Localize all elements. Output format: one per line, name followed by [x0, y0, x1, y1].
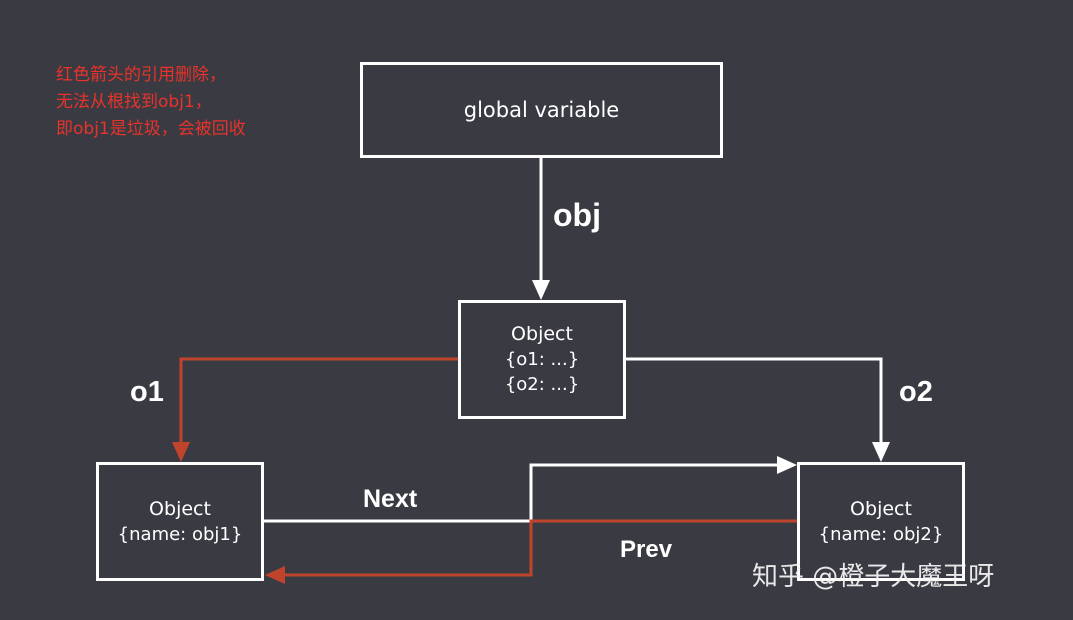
root-object-title: Object — [511, 323, 573, 345]
watermark: 知乎 @橙子大魔王呀 — [752, 562, 995, 592]
note-line-1: 红色箭头的引用删除， — [56, 65, 226, 85]
global-variable-node: global variable — [360, 62, 723, 158]
obj2-node: Object {name: obj2} — [797, 462, 965, 581]
root-object-o2: {o2: ...} — [504, 374, 580, 395]
root-object-node: Object {o1: ...} {o2: ...} — [458, 300, 626, 419]
obj2-name: {name: obj2} — [818, 523, 944, 545]
edge-obj — [532, 158, 550, 300]
edge-label-o2: o2 — [899, 376, 933, 408]
edge-label-next: Next — [363, 485, 418, 513]
edge-next — [264, 456, 797, 523]
note-line-3: 即obj1是垃圾，会被回收 — [56, 119, 246, 139]
edge-o1-deleted — [172, 357, 458, 462]
edge-prev-deleted — [265, 519, 797, 584]
root-object-o1: {o1: ...} — [504, 349, 580, 370]
annotation-note: 红色箭头的引用删除， 无法从根找到obj1， 即obj1是垃圾，会被回收 — [56, 62, 246, 143]
edge-label-obj: obj — [553, 197, 601, 233]
edge-o2 — [626, 357, 890, 462]
global-variable-label: global variable — [463, 98, 620, 122]
obj1-title: Object — [149, 497, 211, 520]
note-line-2: 无法从根找到obj1， — [56, 92, 212, 112]
edge-label-o1: o1 — [130, 376, 164, 408]
obj1-name: {name: obj1} — [117, 523, 243, 545]
obj2-title: Object — [850, 497, 912, 520]
obj1-node: Object {name: obj1} — [96, 462, 264, 581]
edge-label-prev: Prev — [620, 536, 673, 563]
